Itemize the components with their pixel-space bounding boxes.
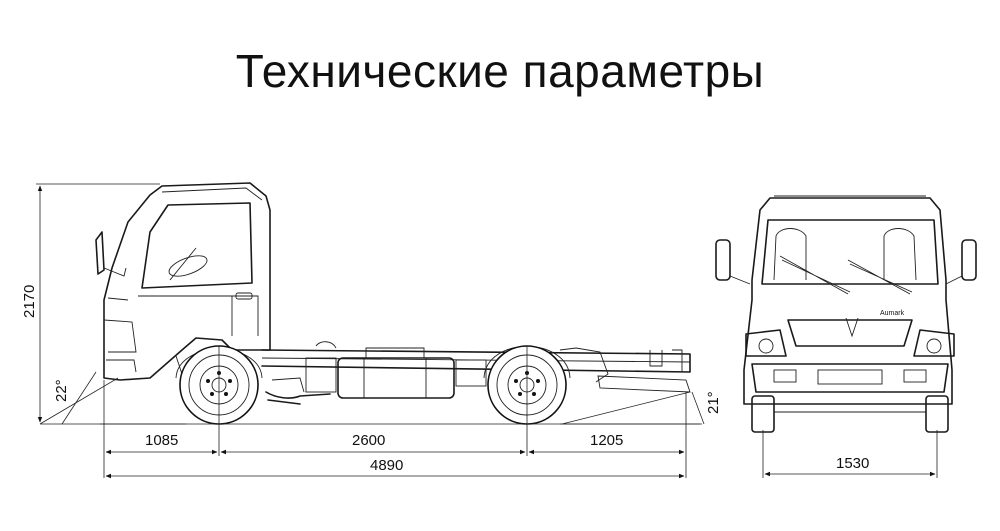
height-label: 2170 [21, 285, 38, 318]
front-left-tire [751, 395, 775, 433]
front-right-tire [925, 395, 949, 433]
front-left-mirror [715, 239, 751, 285]
track-width-label: 1530 [836, 455, 869, 472]
front-bumper [751, 363, 949, 393]
page-title: Технические параметры [235, 45, 765, 97]
exhaust-pipe [265, 391, 331, 405]
height-dimension: 2170 [21, 183, 160, 423]
departure-angle: 21° [560, 391, 722, 425]
approach-angle-label: 22° [53, 379, 70, 402]
right-headlight [913, 329, 955, 357]
front-grille [787, 319, 913, 347]
chassis-frame [261, 349, 691, 373]
left-headlight [745, 329, 787, 357]
overall-length-label: 4890 [370, 457, 403, 474]
front-overhang-label: 1085 [145, 432, 178, 449]
cab-outline [103, 182, 271, 381]
fuel-tank [337, 357, 455, 399]
approach-angle: 22° [39, 371, 186, 425]
front-view: Aumark 1530 [715, 195, 977, 478]
front-cab-outline [743, 197, 953, 405]
wheelbase-label: 2600 [352, 432, 385, 449]
side-view: 22° 21° 2170 1085 2600 1205 [21, 182, 722, 479]
windshield [761, 219, 939, 285]
track-width-dimension: 1530 [762, 430, 938, 478]
rear-overhang-label: 1205 [590, 432, 623, 449]
side-mirror [95, 231, 105, 275]
lower-dimensions: 1085 2600 1205 4890 [105, 432, 685, 479]
svg-text:Aumark: Aumark [880, 310, 905, 317]
door-window [141, 202, 253, 289]
front-right-mirror [945, 239, 977, 285]
departure-angle-label: 21° [705, 391, 722, 414]
